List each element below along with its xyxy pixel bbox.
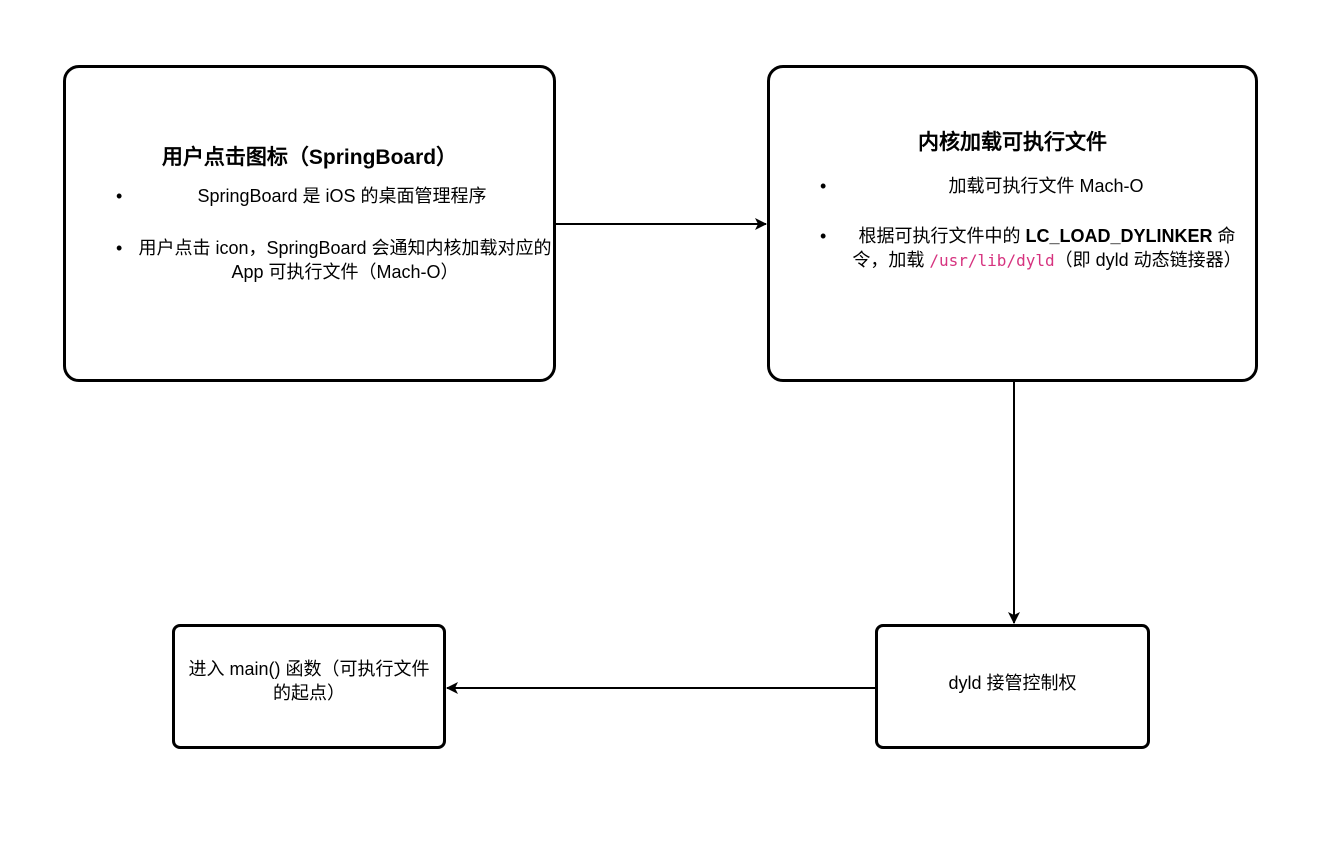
kernel-bullet-2-path: /usr/lib/dyld <box>929 251 1055 270</box>
kernel-bullet-1-text: 加载可执行文件 Mach-O <box>948 176 1144 196</box>
node-main-label: 进入 main() 函数（可执行文件的起点） <box>188 659 430 703</box>
kernel-bullet-2-prefix: 根据可执行文件中的 <box>858 226 1026 246</box>
node-dyld-label: dyld 接管控制权 <box>948 673 1077 693</box>
kernel-bullet-2-text: 根据可执行文件中的 LC_LOAD_DYLINKER 命令，加载 /usr/li… <box>820 224 1252 273</box>
bullet-dot: • <box>820 226 827 246</box>
bullet-dot: • <box>116 186 123 206</box>
node-springboard: 用户点击图标（SpringBoard） • SpringBoard 是 iOS … <box>63 65 556 382</box>
node-springboard-title: 用户点击图标（SpringBoard） <box>161 146 458 169</box>
kernel-bullet-2: • 根据可执行文件中的 LC_LOAD_DYLINKER 命令，加载 /usr/… <box>820 224 1252 273</box>
kernel-bullet-2-command: LC_LOAD_DYLINKER <box>1025 226 1213 246</box>
springboard-bullet-2-text: 用户点击 icon，SpringBoard 会通知内核加载对应的 App 可执行… <box>138 238 552 282</box>
springboard-bullet-1-text: SpringBoard 是 iOS 的桌面管理程序 <box>197 186 487 206</box>
kernel-bullet-2-suffix: （即 dyld 动态链接器） <box>1054 250 1242 270</box>
node-main: 进入 main() 函数（可执行文件的起点） <box>172 624 446 749</box>
bullet-dot: • <box>116 238 123 258</box>
node-dyld: dyld 接管控制权 <box>875 624 1150 749</box>
bullet-dot: • <box>820 176 827 196</box>
node-kernel-title: 内核加载可执行文件 <box>918 131 1107 154</box>
node-kernel: 内核加载可执行文件 • 加载可执行文件 Mach-O • 根据可执行文件中的 L… <box>767 65 1258 382</box>
springboard-bullet-2: • 用户点击 icon，SpringBoard 会通知内核加载对应的 App 可… <box>116 236 552 284</box>
kernel-bullet-1: • 加载可执行文件 Mach-O <box>820 174 1250 198</box>
kernel-bullet-2-mid: 命令，加载 <box>852 226 1236 270</box>
springboard-bullet-1: • SpringBoard 是 iOS 的桌面管理程序 <box>116 184 546 208</box>
